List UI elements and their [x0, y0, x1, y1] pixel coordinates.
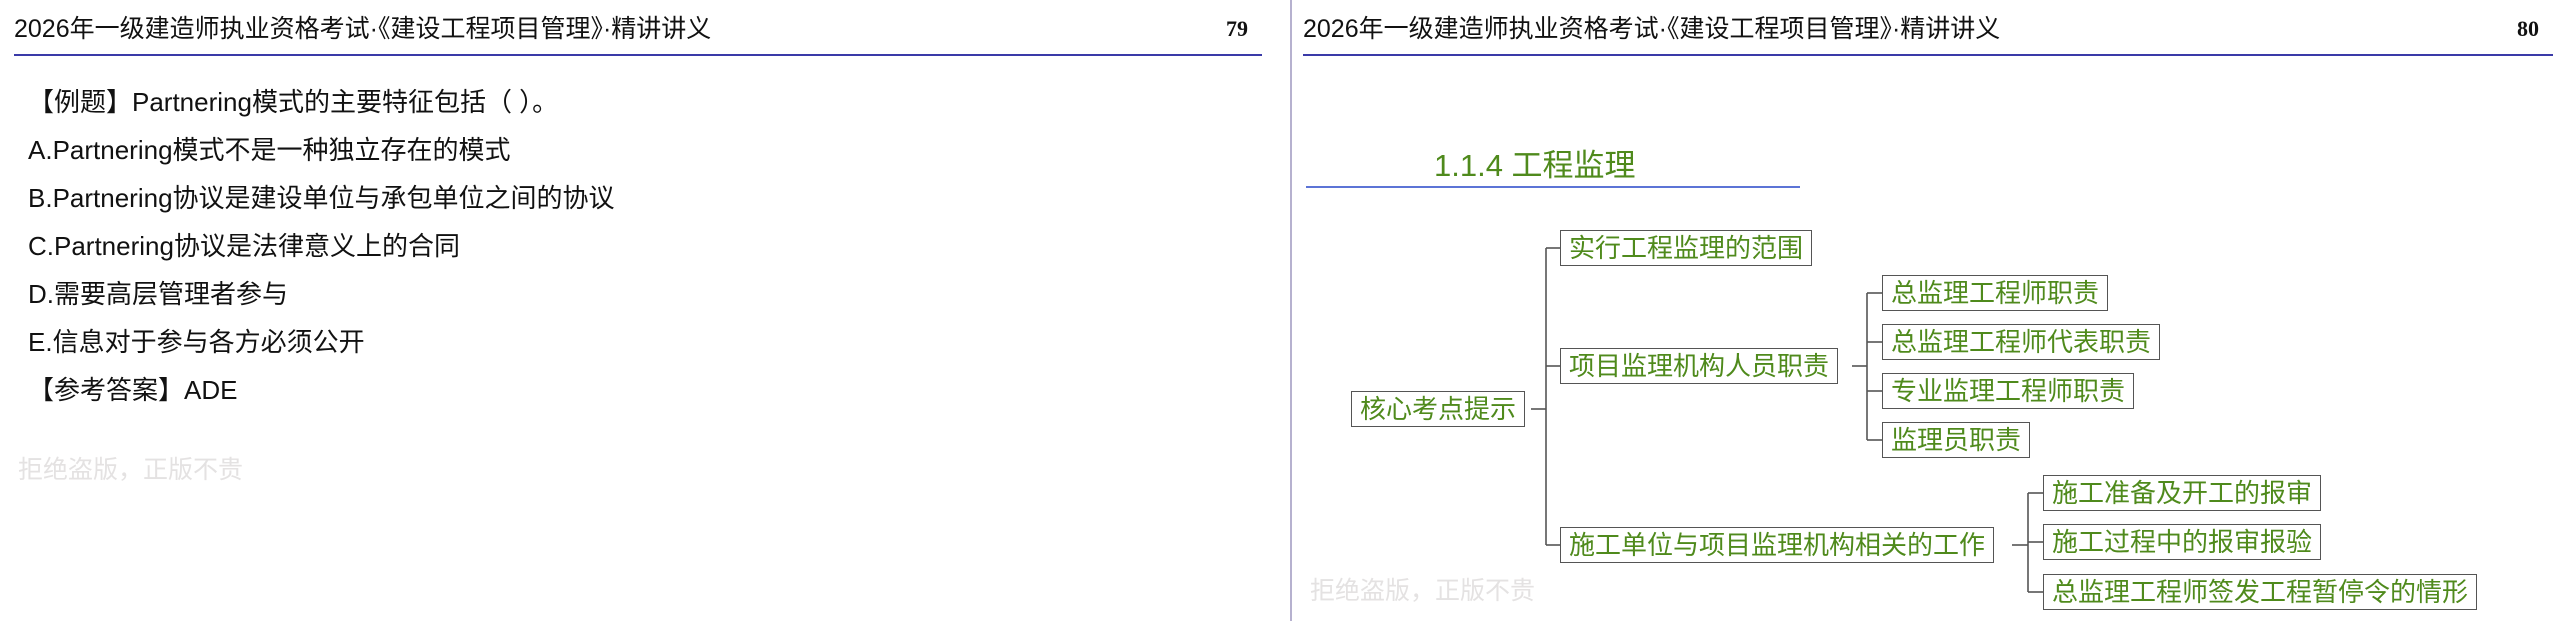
section-rule	[1306, 186, 1800, 188]
option-b: B.Partnering协议是建设单位与承包单位之间的协议	[28, 183, 615, 213]
mindmap-connectors	[1531, 247, 2043, 593]
question-stem: 【例题】Partnering模式的主要特征包括（ ）。	[28, 87, 559, 117]
header-title: 2026年一级建造师执业资格考试·《建设工程项目管理》·精讲讲义	[1303, 15, 2001, 43]
section-title: 1.1.4 工程监理	[1434, 148, 1636, 183]
mindmap-root: 核心考点提示	[1351, 391, 1526, 427]
option-c: C.Partnering协议是法律意义上的合同	[28, 231, 460, 261]
mindmap-leaf: 施工过程中的报审报验	[2043, 524, 2322, 560]
watermark: 拒绝盗版，正版不贵	[18, 456, 244, 484]
page-number: 80	[2517, 16, 2539, 41]
page-number: 79	[1226, 16, 1248, 41]
header-title: 2026年一级建造师执业资格考试·《建设工程项目管理》·精讲讲义	[14, 15, 712, 43]
mindmap-leaf: 总监理工程师签发工程暂停令的情形	[2043, 574, 2478, 610]
option-d: D.需要高层管理者参与	[28, 279, 289, 309]
right-page: 2026年一级建造师执业资格考试·《建设工程项目管理》·精讲讲义 80 1.1.…	[1290, 0, 2560, 621]
option-a: A.Partnering模式不是一种独立存在的模式	[28, 135, 511, 165]
page-header: 2026年一级建造师执业资格考试·《建设工程项目管理》·精讲讲义 80	[1303, 10, 2553, 56]
mindmap-branch: 施工单位与项目监理机构相关的工作	[1560, 527, 1995, 563]
answer: 【参考答案】ADE	[28, 375, 238, 405]
mindmap-leaf: 总监理工程师职责	[1882, 275, 2109, 311]
watermark: 拒绝盗版，正版不贵	[1310, 577, 1536, 605]
mindmap-branch: 项目监理机构人员职责	[1560, 348, 1839, 384]
mindmap-leaf: 监理员职责	[1882, 422, 2031, 458]
mindmap-leaf: 总监理工程师代表职责	[1882, 324, 2161, 360]
page-gutter	[1272, 0, 1290, 621]
mindmap-leaf: 施工准备及开工的报审	[2043, 475, 2322, 511]
page-header: 2026年一级建造师执业资格考试·《建设工程项目管理》·精讲讲义 79	[14, 10, 1262, 56]
mindmap-leaf: 专业监理工程师职责	[1882, 373, 2135, 409]
mindmap-branch: 实行工程监理的范围	[1560, 230, 1813, 266]
left-page: 2026年一级建造师执业资格考试·《建设工程项目管理》·精讲讲义 79 【例题】…	[0, 0, 1274, 508]
option-e: E.信息对于参与各方必须公开	[28, 327, 365, 357]
